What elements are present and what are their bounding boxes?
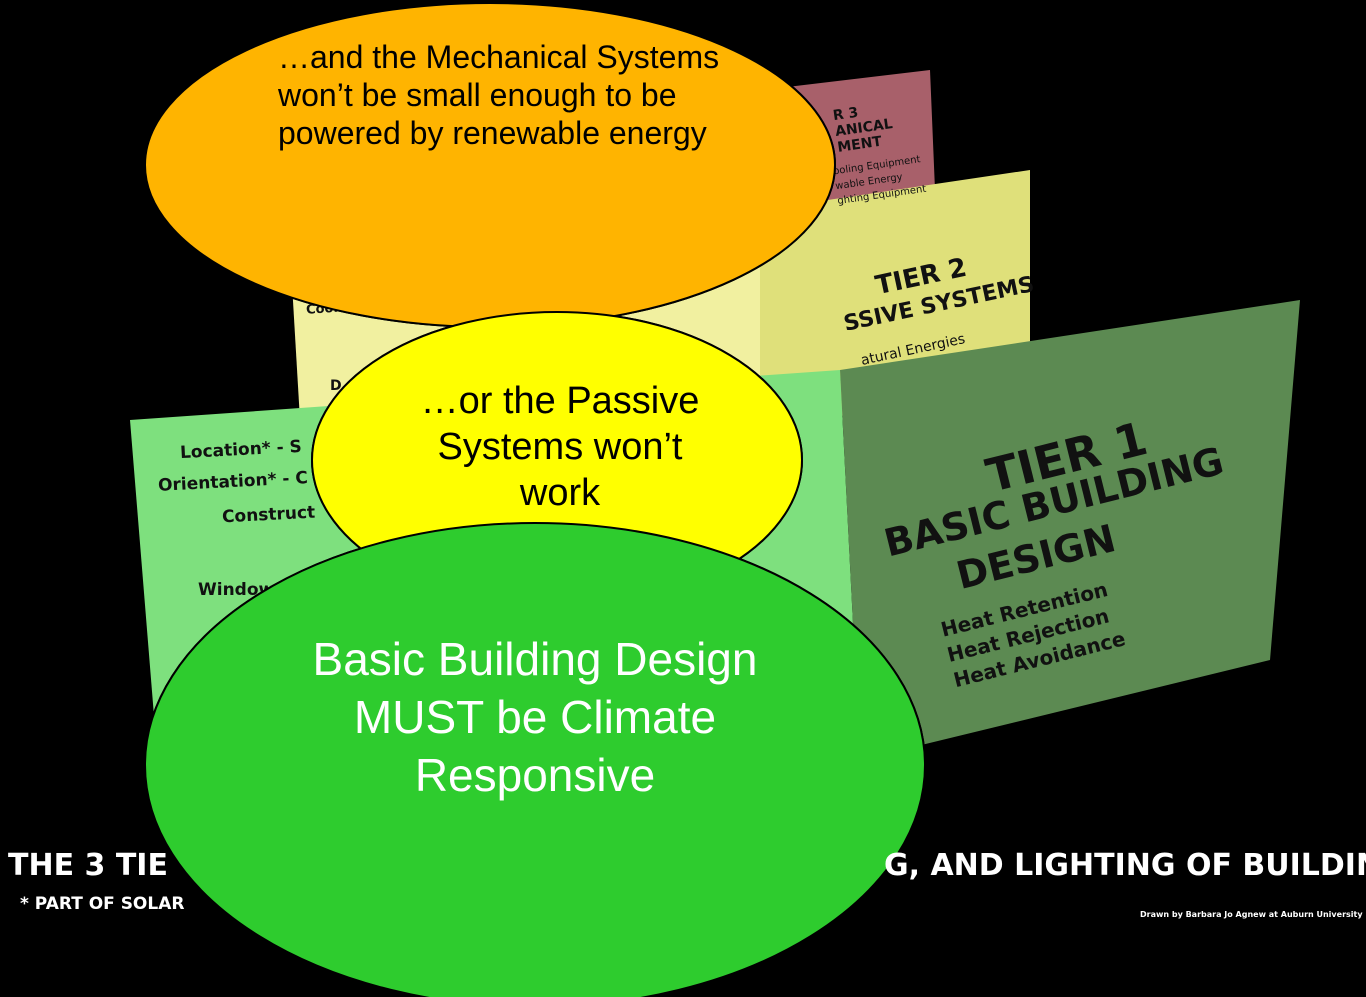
tier2-left-text: D xyxy=(330,378,342,394)
caption-footnote: * PART OF SOLAR xyxy=(20,894,185,914)
yellow-bubble-text: …or the Passive Systems won’t work xyxy=(420,380,700,514)
green-bubble-text: Basic Building Design MUST be Climate Re… xyxy=(312,633,758,801)
orange-bubble-text: …and the Mechanical Systems won’t be sma… xyxy=(278,39,720,151)
caption-credit: Drawn by Barbara Jo Agnew at Auburn Univ… xyxy=(1140,910,1363,919)
caption-title-right: G, AND LIGHTING OF BUILDINGS xyxy=(884,848,1366,883)
caption-title-left: THE 3 TIE xyxy=(8,848,168,883)
tier1-left-item: Window xyxy=(198,580,275,600)
